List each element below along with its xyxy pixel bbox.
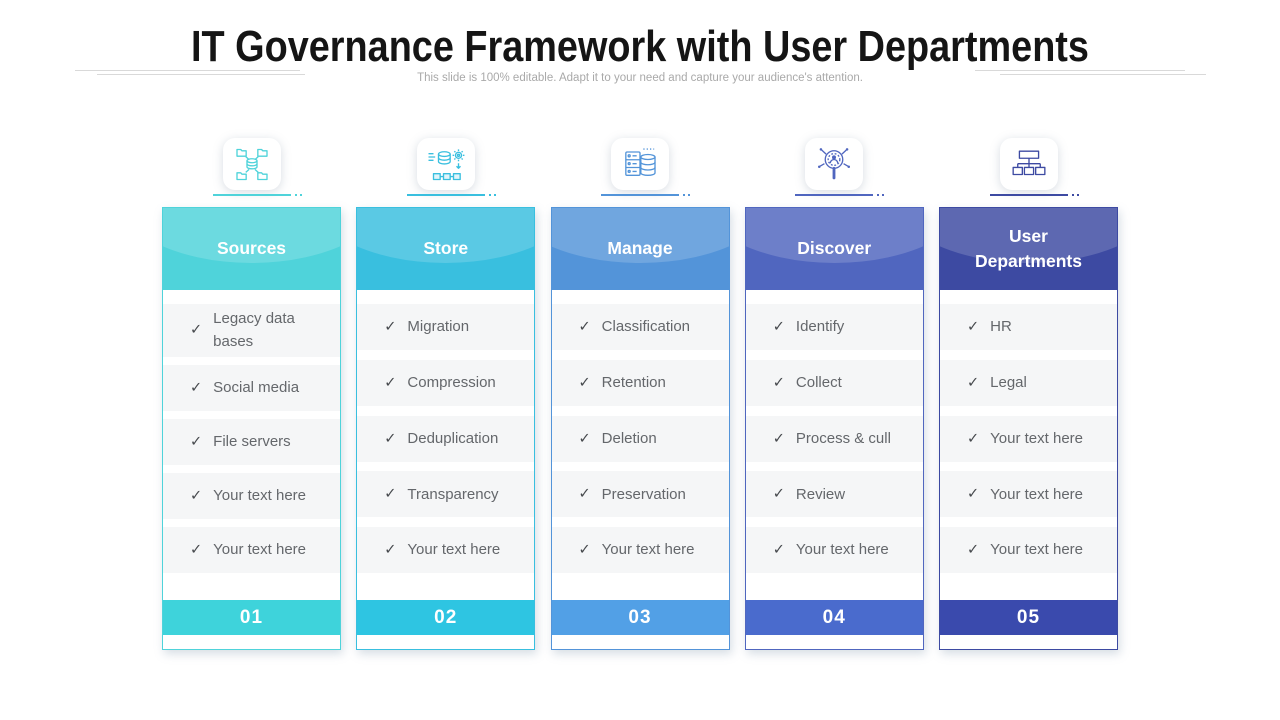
check-icon: ✓ (384, 319, 397, 335)
list-item: ✓Your text here (163, 472, 340, 519)
check-icon: ✓ (384, 374, 397, 391)
list-item: ✓Your text here (940, 471, 1117, 518)
check-icon: ✓ (967, 542, 980, 558)
list-item: ✓Your text here (357, 527, 535, 573)
item-list: ✓Identify ✓Collect ✓Process & cull ✓Revi… (745, 290, 923, 600)
list-item: ✓Your text here (940, 415, 1117, 462)
column-discover: Discover ✓Identify ✓Collect ✓Process & c… (744, 138, 924, 650)
column-header-label: Store (423, 238, 469, 259)
check-icon: ✓ (772, 486, 785, 503)
decor-line (97, 74, 305, 75)
list-item: ✓Process & cull (745, 415, 923, 462)
list-item: ✓Deduplication (357, 415, 535, 462)
check-icon: ✓ (578, 486, 591, 503)
list-item: ✓Your text here (940, 527, 1117, 573)
column-number-badge: 04 (745, 600, 923, 635)
check-icon: ✓ (578, 374, 591, 391)
list-item: ✓Your text here (163, 527, 340, 573)
check-icon: ✓ (578, 430, 591, 447)
icon-underline (212, 194, 305, 196)
list-item: ✓Identify (745, 304, 923, 350)
column-header: Store (357, 208, 535, 290)
list-item: ✓Your text here (745, 527, 923, 573)
column-user-departments: User Departments ✓HR ✓Legal ✓Your text h… (939, 138, 1118, 650)
data-sources-icon (222, 138, 281, 190)
check-icon: ✓ (384, 542, 397, 558)
column-header: User Departments (940, 208, 1117, 290)
column-header-label: User Departments (975, 225, 1082, 271)
column-number-badge: 03 (551, 600, 729, 635)
item-list: ✓Migration ✓Compression ✓Deduplication ✓… (357, 290, 535, 600)
page-title: IT Governance Framework with User Depart… (191, 22, 1089, 71)
column-panel: Manage ✓Classification ✓Retention ✓Delet… (550, 207, 730, 650)
list-item: ✓Preservation (551, 471, 729, 518)
columns-board: Sources ✓Legacy data bases ✓Social media… (162, 138, 1118, 650)
column-sources: Sources ✓Legacy data bases ✓Social media… (162, 138, 341, 650)
check-icon: ✓ (967, 486, 980, 503)
list-item: ✓Your text here (551, 527, 729, 573)
list-item: ✓HR (940, 304, 1117, 350)
check-icon: ✓ (967, 374, 980, 391)
check-icon: ✓ (772, 319, 785, 335)
column-number-badge: 02 (357, 600, 535, 635)
list-item: ✓Compression (357, 359, 535, 406)
decor-line (1000, 74, 1206, 75)
check-icon: ✓ (190, 379, 203, 396)
decor-line (75, 70, 300, 71)
icon-underline (989, 194, 1082, 196)
check-icon: ✓ (384, 486, 397, 503)
list-item: ✓Migration (357, 304, 535, 350)
check-icon: ✓ (772, 542, 785, 558)
column-number-badge: 01 (163, 600, 340, 635)
data-store-icon (416, 138, 475, 190)
org-chart-icon (999, 138, 1058, 190)
list-item: ✓Deletion (551, 415, 729, 462)
server-database-icon (611, 138, 669, 190)
check-icon: ✓ (190, 322, 203, 339)
list-item: ✓Retention (551, 359, 729, 406)
list-item: ✓Legal (940, 359, 1117, 406)
decor-line (975, 70, 1185, 71)
column-manage: Manage ✓Classification ✓Retention ✓Delet… (550, 138, 730, 650)
list-item: ✓Collect (745, 359, 923, 406)
column-panel: Store ✓Migration ✓Compression ✓Deduplica… (356, 207, 536, 650)
page-subtitle: This slide is 100% editable. Adapt it to… (417, 72, 863, 84)
column-number-badge: 05 (940, 600, 1117, 635)
icon-underline (406, 194, 499, 196)
list-item: ✓Transparency (357, 471, 535, 518)
check-icon: ✓ (190, 487, 203, 504)
column-panel: User Departments ✓HR ✓Legal ✓Your text h… (939, 207, 1118, 650)
check-icon: ✓ (190, 433, 203, 450)
discover-search-icon (805, 138, 864, 190)
icon-underline (795, 194, 888, 196)
item-list: ✓Legacy data bases ✓Social media ✓File s… (163, 290, 340, 600)
check-icon: ✓ (578, 319, 591, 335)
check-icon: ✓ (190, 542, 203, 558)
column-header: Sources (163, 208, 340, 290)
icon-underline (601, 194, 693, 196)
column-panel: Discover ✓Identify ✓Collect ✓Process & c… (744, 207, 924, 650)
list-item: ✓Classification (551, 304, 729, 350)
item-list: ✓Classification ✓Retention ✓Deletion ✓Pr… (551, 290, 729, 600)
check-icon: ✓ (772, 430, 785, 447)
list-item: ✓Social media (163, 364, 340, 411)
column-header-label: Discover (797, 238, 872, 259)
column-store: Store ✓Migration ✓Compression ✓Deduplica… (356, 138, 536, 650)
list-item: ✓Legacy data bases (163, 304, 340, 357)
item-list: ✓HR ✓Legal ✓Your text here ✓Your text he… (940, 290, 1117, 600)
column-header-label: Manage (607, 238, 673, 259)
check-icon: ✓ (772, 374, 785, 391)
list-item: ✓File servers (163, 418, 340, 465)
check-icon: ✓ (967, 319, 980, 335)
column-panel: Sources ✓Legacy data bases ✓Social media… (162, 207, 341, 650)
column-header-label: Sources (216, 238, 287, 259)
list-item: ✓Review (745, 471, 923, 518)
column-header: Discover (745, 208, 923, 290)
check-icon: ✓ (578, 542, 591, 558)
column-header: Manage (551, 208, 729, 290)
check-icon: ✓ (967, 430, 980, 447)
check-icon: ✓ (384, 430, 397, 447)
